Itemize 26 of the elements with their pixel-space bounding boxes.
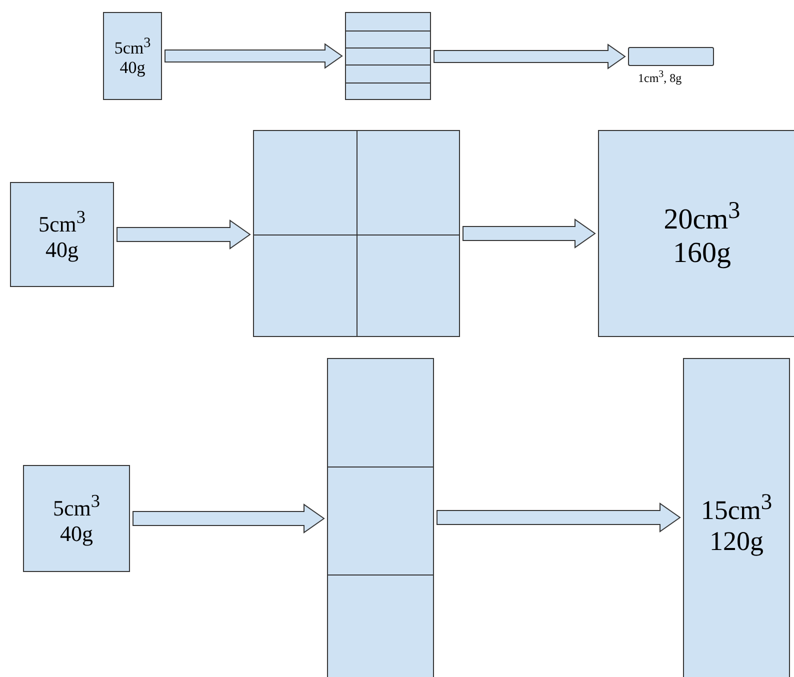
volume-mass-caption: 1cm$^{3}$, 8g [638,69,682,86]
block [345,12,431,100]
mass-label: 40g [46,236,78,262]
volume-label: 5cm$^{3}$ [114,34,151,58]
volume-label: 15cm$^{3}$ [700,488,772,526]
mass-label: 160g [673,236,731,270]
block-arrow [116,220,251,250]
mass-label: 40g [60,520,93,546]
mass-label: 40g [120,58,146,78]
volume-label: 5cm$^{3}$ [38,207,86,237]
block-arrow [132,504,325,534]
block [253,130,460,337]
block-arrow [434,44,626,70]
mass-label: 120g [710,526,764,558]
block [598,130,794,337]
block-arrow [436,502,681,532]
block-arrow [164,43,343,69]
block [10,182,114,287]
volume-label: 20cm$^{3}$ [664,196,740,237]
block [23,465,130,572]
block [683,358,790,677]
block [103,12,162,100]
block-arrow [462,218,596,248]
bar-block [628,47,714,66]
block [327,358,434,677]
volume-label: 5cm$^{3}$ [52,491,100,521]
